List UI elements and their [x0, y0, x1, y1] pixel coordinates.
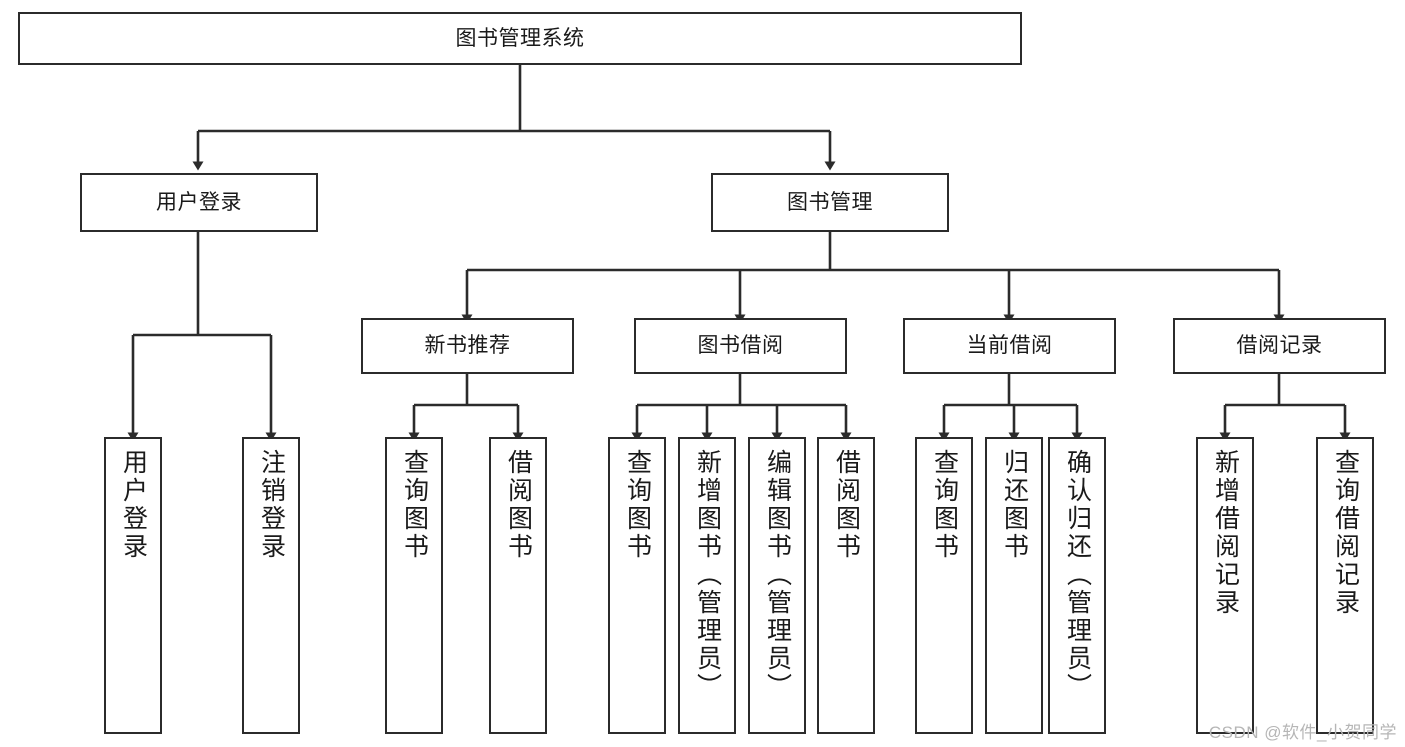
node-leaf-return-book[interactable]: 归还图书: [985, 437, 1043, 734]
node-label: 图书管理: [787, 190, 873, 214]
node-leaf-borrow-book-1[interactable]: 借阅图书: [489, 437, 547, 734]
node-label: 借阅图书: [832, 449, 861, 561]
node-label: 借阅记录: [1236, 334, 1323, 358]
node-leaf-query-borrow-record[interactable]: 查询借阅记录: [1316, 437, 1374, 734]
node-label: 用户登录: [156, 190, 242, 214]
node-leaf-borrow-book-2[interactable]: 借阅图书: [817, 437, 875, 734]
node-label: 查询借阅记录: [1331, 449, 1360, 617]
node-leaf-add-borrow-record[interactable]: 新增借阅记录: [1196, 437, 1254, 734]
node-leaf-confirm-return[interactable]: 确认归还（管理员）: [1048, 437, 1106, 734]
node-label: 借阅图书: [504, 449, 533, 561]
node-leaf-query-book-3[interactable]: 查询图书: [915, 437, 973, 734]
node-leaf-query-book-1[interactable]: 查询图书: [385, 437, 443, 734]
node-label: 新增图书（管理员）: [693, 449, 722, 701]
node-label: 图书管理系统: [455, 26, 585, 50]
node-leaf-edit-book[interactable]: 编辑图书（管理员）: [748, 437, 806, 734]
node-root-system[interactable]: 图书管理系统: [18, 12, 1022, 65]
node-label: 确认归还（管理员）: [1063, 449, 1092, 701]
node-user-login[interactable]: 用户登录: [80, 173, 318, 232]
node-label: 查询图书: [400, 449, 429, 561]
node-label: 编辑图书（管理员）: [763, 449, 792, 701]
node-label: 用户登录: [119, 449, 148, 561]
node-leaf-query-book-2[interactable]: 查询图书: [608, 437, 666, 734]
node-label: 注销登录: [257, 449, 286, 561]
node-leaf-user-login[interactable]: 用户登录: [104, 437, 162, 734]
node-leaf-add-book[interactable]: 新增图书（管理员）: [678, 437, 736, 734]
csdn-watermark: CSDN @软件_小贺同学: [1208, 723, 1397, 742]
node-label: 当前借阅: [966, 334, 1053, 358]
node-book-borrow[interactable]: 图书借阅: [634, 318, 847, 374]
node-label: 新增借阅记录: [1211, 449, 1240, 617]
node-label: 查询图书: [623, 449, 652, 561]
node-label: 新书推荐: [424, 334, 511, 358]
node-book-manage[interactable]: 图书管理: [711, 173, 949, 232]
node-current-borrow[interactable]: 当前借阅: [903, 318, 1116, 374]
node-label: 图书借阅: [697, 334, 784, 358]
node-leaf-user-logout[interactable]: 注销登录: [242, 437, 300, 734]
node-label: 查询图书: [930, 449, 959, 561]
node-borrow-record[interactable]: 借阅记录: [1173, 318, 1386, 374]
node-label: 归还图书: [1000, 449, 1029, 561]
node-new-book-recommend[interactable]: 新书推荐: [361, 318, 574, 374]
